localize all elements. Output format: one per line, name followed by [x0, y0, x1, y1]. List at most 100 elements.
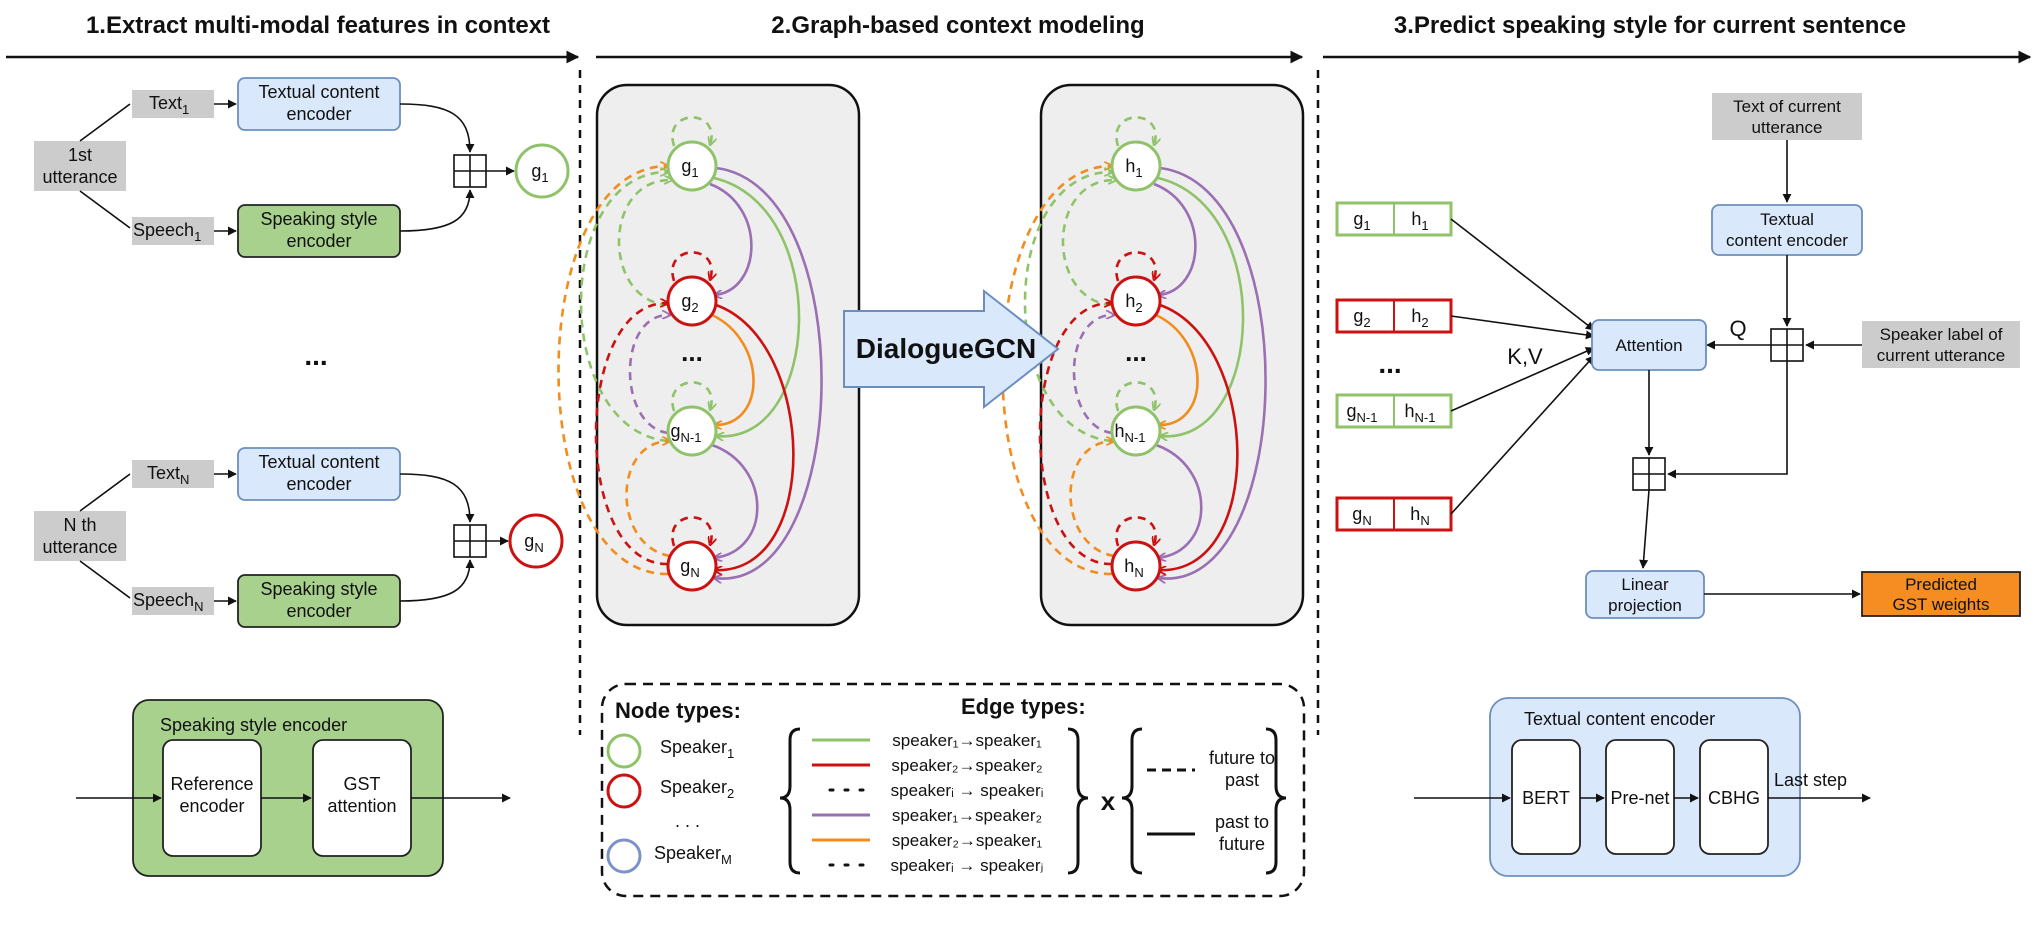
text-N-box: [132, 460, 214, 488]
textual-content-encoder-detail: Textual content encoder BERT Pre-net CBH…: [1414, 697, 1871, 877]
panel1-ellipsis: ...: [304, 340, 327, 371]
gst-attention-line2: attention: [327, 796, 396, 816]
text-current-line2: utterance: [1752, 118, 1823, 137]
graph-node: [1110, 540, 1162, 592]
edge-g1-to-gN: [714, 166, 823, 579]
edge-gN1-to-g1: [579, 172, 668, 443]
graph-node: [1110, 140, 1162, 192]
dialoguegcn-arrow: [843, 288, 1060, 410]
edge-g1-to-gN1: [1157, 176, 1245, 436]
p3-encoder-line2: content encoder: [1726, 231, 1848, 250]
legend-edge-label: speaker₂→speaker₂: [891, 756, 1042, 775]
edge-gN1-to-g2: [628, 315, 670, 435]
first-utterance-box: [34, 141, 126, 191]
pair-to-attention-arrow: [1450, 315, 1595, 340]
edge-node-legend: Node types: Edge types: Speaker1 Speaker…: [600, 682, 1306, 898]
pair-to-attention-arrow: [1450, 218, 1595, 331]
legend-future-to-past-1: future to: [1209, 748, 1275, 768]
graph-left: g1g2gN-1gN...: [557, 83, 861, 627]
legend-future-to-past-2: past: [1225, 770, 1259, 790]
graph-node-label: g2: [681, 291, 698, 315]
legend-frame: [600, 682, 1306, 898]
panel3-ellipsis: ...: [1378, 348, 1401, 379]
pair-g-label: gN: [1352, 504, 1371, 528]
graph-node-label: hN: [1124, 556, 1143, 580]
section-title-1: 1.Extract multi-modal features in contex…: [86, 12, 550, 39]
pair-h-label: h1: [1411, 209, 1428, 233]
panel3-flow: Text of current utterance Textual conten…: [1507, 93, 2021, 619]
graph-node: [666, 275, 718, 327]
reference-encoder-line1: Reference: [170, 774, 253, 794]
legend-speaker1-label: Speaker1: [660, 737, 734, 761]
node-gN-output: [508, 513, 564, 569]
cbhg-label: CBHG: [1708, 788, 1760, 808]
legend-past-to-future-2: future: [1219, 834, 1265, 854]
legend-speaker2-label: Speaker2: [660, 777, 734, 801]
nth-utterance-line1: N th: [63, 515, 96, 535]
legend-edge-label: speakerᵢ → speakerᵢ: [891, 781, 1044, 800]
node-g1-output: [514, 143, 570, 199]
nth-utterance-line2: utterance: [42, 537, 117, 557]
legend-speaker2-node: [606, 773, 642, 809]
edge-gN1-to-gN: [711, 443, 759, 558]
speaker-label-line2: current utterance: [1877, 346, 2006, 365]
edge-gN-to-g1: [557, 166, 669, 576]
legend-node-types-title: Node types:: [615, 698, 741, 723]
textual-encoder-N-line1: Textual content: [258, 452, 379, 472]
reference-encoder-line2: encoder: [179, 796, 244, 816]
graph-node-label: gN: [680, 556, 699, 580]
first-utterance-line1: 1st: [68, 145, 92, 165]
section-title-3: 3.Predict speaking style for current sen…: [1394, 12, 1906, 39]
text-1-label: Text1: [149, 93, 189, 117]
predicted-gst-weights-box: [1861, 571, 2021, 617]
first-utterance-line2: utterance: [42, 167, 117, 187]
legend-dir-left-brace: [1121, 727, 1143, 875]
pair-h-label: hN-1: [1405, 401, 1436, 425]
graph-right: h1h2hN-1hN...: [1001, 83, 1305, 627]
edge-gN-to-gN1: [1069, 441, 1115, 558]
graph-node: [666, 540, 718, 592]
edge-g2-to-gN: [1158, 303, 1239, 570]
legend-right-brace: [1067, 727, 1089, 875]
legend-edge-label: speaker₁→speaker₂: [892, 806, 1042, 825]
graph-node: [666, 140, 718, 192]
legend-speakerM-label: SpeakerM: [654, 843, 732, 867]
edge-g1-to-g2: [709, 182, 753, 295]
edge-gN1-to-gN: [1155, 443, 1203, 558]
edge-g2-to-gN1: [711, 313, 755, 425]
edge-gN1-to-g2: [1072, 315, 1114, 435]
utterance-N-group: N th utterance TextN SpeechN Textual con…: [34, 447, 564, 628]
edge-g2-to-g1: [1061, 180, 1116, 307]
legend-left-brace: [779, 727, 801, 875]
bert-label: BERT: [1522, 788, 1570, 808]
pair-g-label: g2: [1353, 306, 1370, 330]
legend-speaker1-node: [606, 733, 642, 769]
prenet-label: Pre-net: [1610, 788, 1669, 808]
prenet-box: [1605, 739, 1675, 855]
legend-edge-types-title: Edge types:: [961, 694, 1086, 719]
pair-to-attention-arrow: [1450, 355, 1595, 515]
linear-line1: Linear: [1621, 575, 1669, 594]
edge-g1-to-gN1: [713, 176, 801, 436]
graph-node-label: gN-1: [671, 421, 702, 445]
node-gN-output-label: gN: [524, 531, 543, 555]
graph-node-label: h2: [1125, 291, 1142, 315]
last-step-label: Last step: [1774, 770, 1847, 790]
graph-node-label: hN-1: [1115, 421, 1146, 445]
graph-node: [1110, 405, 1162, 457]
sse-title: Speaking style encoder: [160, 715, 347, 735]
linear-line2: projection: [1608, 596, 1682, 615]
textual-encoder-1-line2: encoder: [286, 104, 351, 124]
bert-box: [1511, 739, 1581, 855]
dialoguegcn-label: DialogueGCN: [856, 333, 1036, 364]
pair-to-attention-arrow: [1450, 347, 1595, 412]
legend-edge-label: speaker₁→speaker₁: [892, 731, 1042, 750]
text-current-box: [1712, 93, 1862, 140]
predicted-line1: Predicted: [1905, 575, 1977, 594]
legend-dir-right-brace: [1265, 727, 1287, 875]
pair-g-label: gN-1: [1347, 401, 1378, 425]
p3-encoder-line1: Textual: [1760, 210, 1814, 229]
pair-g-label: g1: [1353, 209, 1370, 233]
